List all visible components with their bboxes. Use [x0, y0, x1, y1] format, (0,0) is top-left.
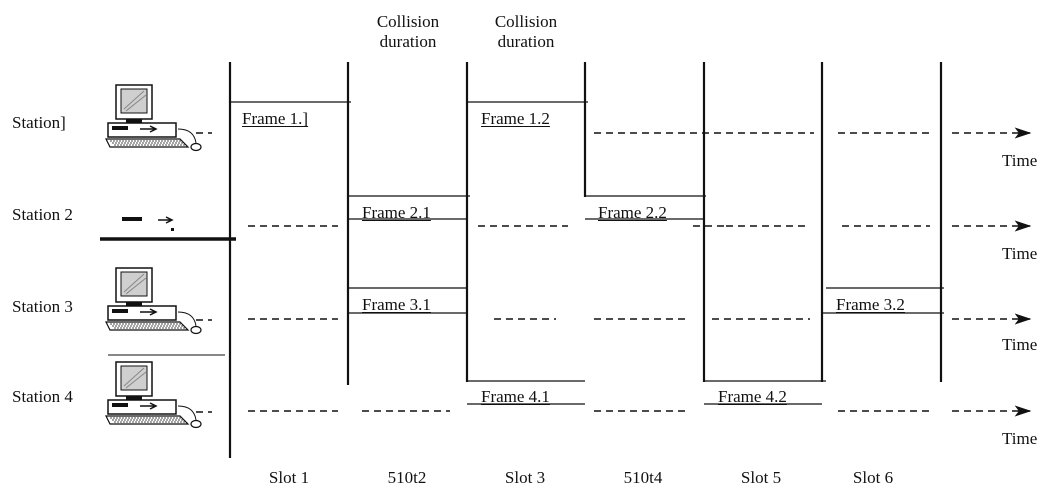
station-2-label: Station 2	[12, 205, 73, 224]
desktop-computer-icon	[100, 216, 236, 241]
frame-2-2-label: Frame 2.2	[598, 203, 667, 222]
slot-4-label: 510t4	[623, 468, 663, 487]
frame-2-1-label: Frame 2.1	[362, 203, 431, 222]
timelines	[196, 127, 1032, 417]
time-label-1: Time	[1002, 151, 1038, 170]
collision-duration-label-2: Collision duration	[494, 12, 558, 51]
desktop-computer-icon	[105, 84, 202, 152]
desktop-computer-icon	[105, 361, 202, 429]
frame-1-2-label: Frame 1.2	[481, 109, 550, 128]
slot-1-label: Slot 1	[268, 468, 310, 487]
collision-duration-label-1: Collision duration	[376, 12, 440, 51]
slot-boundaries	[228, 62, 943, 458]
slot-5-label: Slot 5	[740, 468, 782, 487]
slot-2-label: 510t2	[387, 468, 427, 487]
desktop-computer-icon	[105, 267, 202, 335]
slot-3-label: Slot 3	[504, 468, 546, 487]
station-4-label: Station 4	[12, 387, 73, 406]
time-label-2: Time	[1002, 244, 1038, 263]
frame-3-2-label: Frame 3.2	[836, 295, 905, 314]
frame-box-lines	[230, 101, 944, 405]
frame-1-1-label: Frame 1.]	[242, 109, 309, 128]
frame-3-1-label: Frame 3.1	[362, 295, 431, 314]
station-3-label: Station 3	[12, 297, 73, 316]
time-label-3: Time	[1002, 335, 1038, 354]
station-1-label: Station]	[12, 113, 66, 132]
frame-4-2-label: Frame 4.2	[718, 387, 787, 406]
slot-6-label: Slot 6	[852, 468, 894, 487]
time-label-4: Time	[1002, 429, 1038, 448]
frame-4-1-label: Frame 4.1	[481, 387, 550, 406]
